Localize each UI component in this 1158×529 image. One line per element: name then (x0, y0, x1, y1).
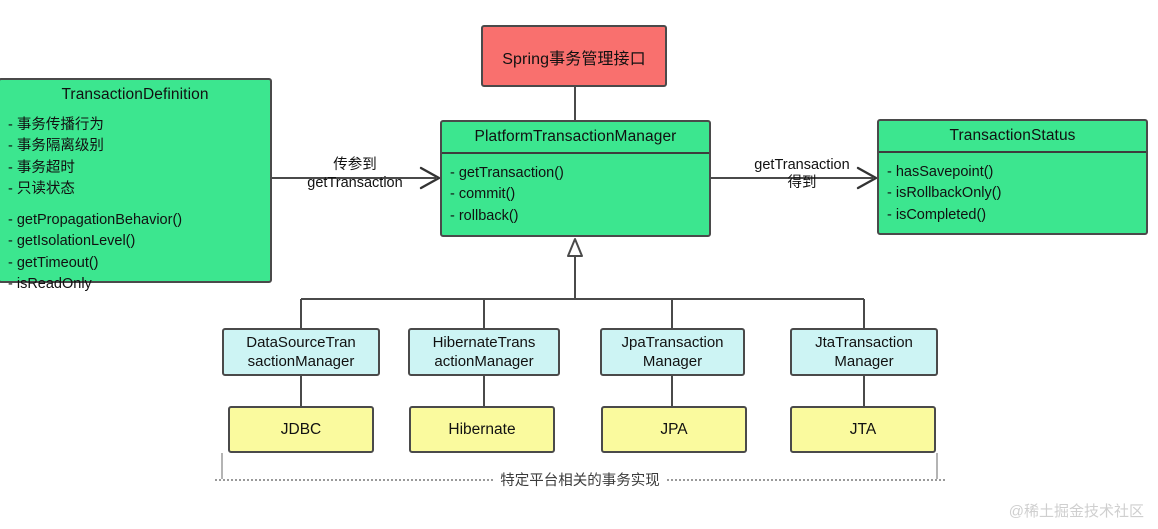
divider (442, 152, 709, 154)
impl-label: Hibernate (448, 420, 516, 438)
edge-label-ptm-to-status: getTransaction 得到 (722, 157, 882, 193)
impl-box-jdbc[interactable]: JDBC (228, 406, 374, 453)
caption-dotted-line-left (215, 478, 494, 481)
edge-label-line-1: 传参到 (333, 157, 377, 173)
impl-label: JTA (849, 420, 877, 438)
edge-label-line-2: 得到 (787, 174, 817, 191)
operation-item: - rollback() (450, 207, 519, 224)
impl-box-hibernate[interactable]: Hibernate (409, 406, 555, 453)
operations-compartment: - hasSavepoint() - isRollbackOnly() - is… (879, 153, 1146, 233)
divider (879, 151, 1146, 153)
class-name-line-2: Manager (642, 353, 703, 370)
class-box-transaction-status[interactable]: TransactionStatus - hasSavepoint() - isR… (877, 119, 1148, 235)
class-title: PlatformTransactionManager (474, 128, 677, 145)
attribute-item: - 事务超时 (8, 159, 75, 176)
impl-label: JDBC (280, 420, 322, 438)
watermark: @稀土掘金技术社区 (1008, 503, 1144, 520)
class-box-platform-transaction-manager[interactable]: PlatformTransactionManager - getTransact… (440, 120, 711, 237)
class-name-line-1: DataSourceTran (246, 333, 356, 351)
caption-dotted-line-right (666, 478, 945, 481)
attribute-item: - 只读状态 (8, 181, 75, 198)
class-box-jta-transaction-manager[interactable]: JtaTransaction Manager (790, 328, 938, 376)
operation-item: - commit() (450, 186, 516, 203)
operation-item: - isCompleted() (887, 206, 987, 223)
operation-item: - getIsolationLevel() (8, 233, 136, 250)
edge-label-line-1: getTransaction (754, 157, 850, 173)
class-title: Spring事务管理接口 (502, 51, 646, 68)
edge-label-line-2: getTransaction (307, 174, 403, 191)
caption-text: 特定平台相关的事务实现 (500, 472, 660, 489)
operation-item: - isRollbackOnly() (887, 185, 1002, 202)
operations-compartment: - getPropagationBehavior() - getIsolatio… (0, 205, 270, 302)
class-name-line-2: actionManager (434, 353, 534, 370)
class-box-jpa-transaction-manager[interactable]: JpaTransaction Manager (600, 328, 745, 376)
edge-label-definition-to-ptm: 传参到 getTransaction (280, 157, 430, 193)
operations-compartment: - getTransaction() - commit() - rollback… (442, 154, 709, 235)
class-name-line-1: JtaTransaction (815, 333, 913, 351)
operation-item: - getPropagationBehavior() (8, 212, 183, 228)
operation-item: - isReadOnly (8, 276, 92, 293)
arrowhead-generalization-triangle (567, 238, 583, 257)
class-box-datasource-transaction-manager[interactable]: DataSourceTran sactionManager (222, 328, 380, 376)
operation-item: - getTransaction() (450, 164, 564, 181)
attribute-item: - 事务隔离级别 (8, 138, 104, 155)
impl-box-jpa[interactable]: JPA (601, 406, 747, 453)
class-box-transaction-definition[interactable]: TransactionDefinition - 事务传播行为 - 事务隔离级别 … (0, 78, 272, 292)
class-name-line-1: HibernateTrans (432, 333, 536, 351)
class-box-spring-interface[interactable]: Spring事务管理接口 (481, 25, 667, 87)
attribute-item: - 事务传播行为 (8, 117, 104, 133)
class-title: TransactionStatus (949, 127, 1076, 144)
class-name-line-2: sactionManager (247, 353, 355, 370)
impl-box-jta[interactable]: JTA (790, 406, 936, 453)
caption-row: 特定平台相关的事务实现 (215, 467, 945, 491)
operation-item: - getTimeout() (8, 254, 99, 271)
attributes-compartment: - 事务传播行为 - 事务隔离级别 - 事务超时 - 只读状态 (0, 110, 270, 205)
class-name-line-1: JpaTransaction (621, 333, 724, 351)
class-name-line-2: Manager (834, 353, 894, 370)
operation-item: - hasSavepoint() (887, 163, 994, 180)
class-title: TransactionDefinition (61, 86, 209, 103)
impl-label: JPA (660, 420, 688, 438)
class-box-hibernate-transaction-manager[interactable]: HibernateTrans actionManager (408, 328, 560, 376)
